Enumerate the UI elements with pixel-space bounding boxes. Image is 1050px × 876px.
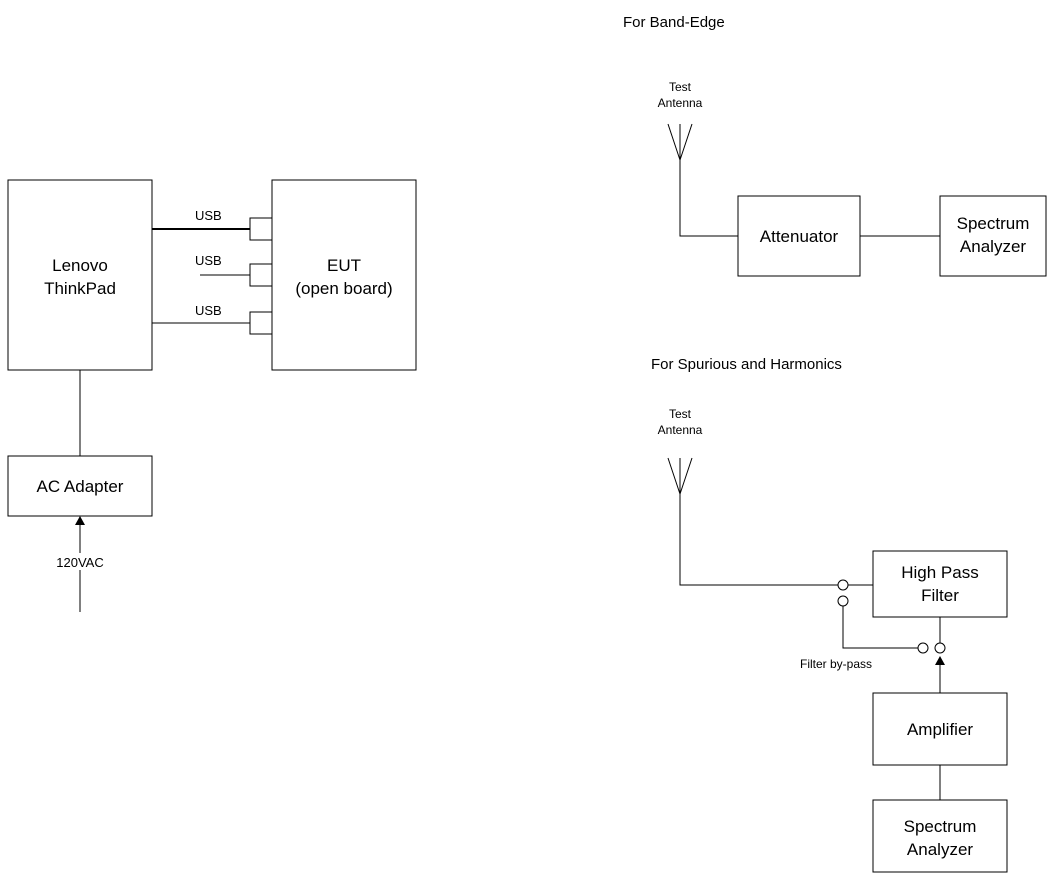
mains-arrow-icon (75, 516, 85, 525)
usb-port-3 (249, 311, 273, 335)
ac-adapter-label: AC Adapter (37, 477, 124, 496)
eut-box (271, 179, 417, 371)
amplifier-label: Amplifier (907, 720, 973, 739)
ac-adapter-box (7, 455, 153, 517)
switch-node-filter-bottom (934, 642, 946, 654)
power-source-label: 120VAC (56, 555, 103, 570)
switch-arrow-icon (935, 656, 945, 665)
usb-port-1 (249, 217, 273, 241)
usb-label-1: USB (195, 208, 222, 223)
spurious-antenna-label-line1: Test (669, 407, 692, 421)
band-edge-setup: For Band-Edge Test Antenna Attenuator Sp… (623, 14, 1047, 277)
usb-port-2 (249, 263, 273, 287)
band-edge-antenna-cable (679, 160, 738, 237)
usb-label-3: USB (195, 303, 222, 318)
filter-bypass-label: Filter by-pass (800, 657, 872, 671)
band-edge-antenna-icon (667, 123, 693, 161)
attenuator-box (737, 195, 861, 277)
switch-node-bypass-top (837, 595, 849, 607)
band-edge-heading: For Band-Edge (623, 14, 725, 31)
laptop-box (7, 179, 153, 371)
eut-label-line1: EUT (327, 256, 361, 275)
attenuator-label: Attenuator (760, 227, 839, 246)
high-pass-filter-label-line2: Filter (921, 586, 959, 605)
laptop-label-line2: ThinkPad (44, 279, 116, 298)
spurious-antenna-cable (679, 494, 838, 586)
band-edge-analyzer-label-line1: Spectrum (957, 214, 1030, 233)
spurious-antenna-label-line2: Antenna (658, 423, 703, 437)
spurious-analyzer-box (872, 799, 1008, 873)
amplifier-box (872, 692, 1008, 766)
band-edge-antenna-label-line1: Test (669, 80, 692, 94)
spurious-analyzer-label-line2: Analyzer (907, 840, 973, 859)
spurious-heading: For Spurious and Harmonics (651, 356, 842, 373)
high-pass-filter-box (872, 550, 1008, 618)
band-edge-analyzer-box (939, 195, 1047, 277)
laptop-label-line1: Lenovo (52, 256, 108, 275)
spurious-antenna-icon (667, 457, 693, 495)
switch-node-bypass-bottom (917, 642, 929, 654)
switch-node-antenna (837, 579, 849, 591)
bypass-cable (842, 606, 918, 649)
spurious-analyzer-label-line1: Spectrum (904, 817, 977, 836)
eut-setup: Lenovo ThinkPad EUT (open board) USB USB… (7, 179, 417, 612)
band-edge-antenna-label-line2: Antenna (658, 96, 703, 110)
band-edge-analyzer-label-line2: Analyzer (960, 237, 1026, 256)
spurious-setup: For Spurious and Harmonics Test Antenna … (651, 356, 1008, 873)
usb-label-2: USB (195, 253, 222, 268)
high-pass-filter-label-line1: High Pass (901, 563, 978, 582)
eut-label-line2: (open board) (295, 279, 392, 298)
